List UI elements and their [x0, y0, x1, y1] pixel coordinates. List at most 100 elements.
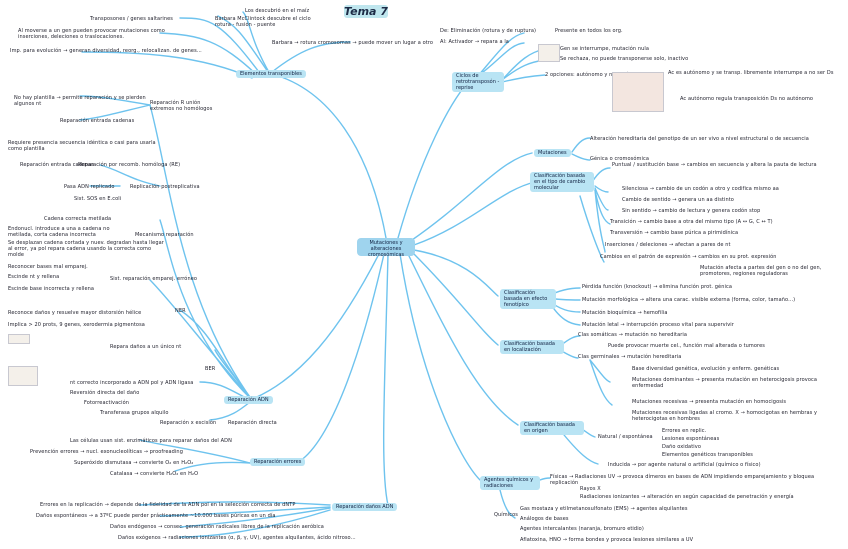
note: Reversión directa del daño: [70, 390, 140, 396]
note: Sin sentido → cambio de lectura y genera…: [622, 208, 761, 214]
note: Reparación entrada cadenas: [20, 162, 95, 168]
branch-elementos: Elementos transponibles: [236, 70, 306, 78]
diagram-thumbnail: [538, 44, 560, 62]
note: Gas mostaza y etilmetanosulfonato (EMS) …: [520, 506, 688, 512]
note: 2 opciones: autónomo y no autónomo: [545, 72, 644, 78]
note: Puntual / sustitución base → cambios en …: [612, 162, 817, 168]
diagram-thumbnail: [8, 366, 38, 386]
note: Ac es autónomo y se transp. libremente i…: [668, 70, 834, 76]
note: Reparación por recomb. homóloga (RE): [78, 162, 181, 168]
note: Reconoce daños y resuelve mayor distorsi…: [8, 310, 142, 316]
note: Ac autónomo regula transposición Ds no a…: [680, 96, 814, 102]
note: Natural / espontánea: [598, 434, 653, 440]
note: Puede provocar muerte cel., función mal …: [608, 343, 765, 349]
note: Gen se interrumpe, mutación nula: [560, 46, 650, 52]
note: Agentes intercalantes (naranja, bromuro …: [520, 526, 644, 532]
note: Inserciones / deleciones → afectan a par…: [605, 242, 731, 248]
note: Cambio de sentido → genera un aa distint…: [622, 197, 734, 203]
note: Cambios en el patrón de expresión → camb…: [600, 254, 777, 260]
note: Errores en la replicación → depende de l…: [40, 502, 296, 508]
note: Base diversidad genética, evolución y en…: [632, 366, 780, 372]
central-topic: Mutaciones y alteraciones cromosómicas: [357, 238, 415, 258]
note: Sist. SOS en E.coli: [74, 196, 122, 202]
note: Reparación R unión extremos no homólogos: [150, 100, 213, 112]
note: Barbara McClintock descubre el ciclo rot…: [215, 16, 311, 28]
note: Endonucl. introduce a una a cadena no me…: [8, 226, 110, 238]
note: Elementos genéticos transponibles: [662, 452, 753, 458]
branch-ciclos: Ciclos de retrotransposón - reprise: [452, 72, 504, 92]
diagram-thumbnail: [8, 334, 30, 344]
note: Replicación postreplicativa: [130, 184, 200, 190]
note: Mutaciones dominantes → presenta mutació…: [632, 377, 818, 389]
note: Mutaciones recesivas ligadas al cromo. X…: [632, 410, 818, 422]
note: Al: Activador → repara a la: [440, 39, 509, 45]
note: Cadena correcta metilada: [44, 216, 112, 222]
note: Requiere presencia secuencia idéntica o …: [8, 140, 156, 152]
note: Mutaciones recesivas → presenta mutación…: [632, 399, 787, 405]
note: Al moverse a un gen pueden provocar muta…: [18, 28, 165, 40]
branch-clasif-tipo: Clasificación basada en el tipo de cambi…: [530, 172, 594, 192]
note: De: Eliminación (rotura y de ruptura): [440, 28, 537, 34]
note: nt correcto incorporado a ADN pol y ADN …: [70, 380, 194, 386]
note: NER: [175, 308, 186, 314]
note: Reparación x escisión: [160, 420, 217, 426]
note: Reconocer bases mal emparej.: [8, 264, 88, 270]
note: Prevención errores → nucl. exonucleolíti…: [30, 449, 183, 455]
note: No hay plantilla → permite reparación y …: [14, 95, 146, 107]
note: Los descubrió en el maíz: [245, 8, 310, 14]
note: Daños espontáneos → a 37ºC puede perder …: [36, 513, 276, 519]
note: Rayos X: [580, 486, 601, 492]
note: Imp. para evolución → generan diversidad…: [10, 48, 202, 54]
note: Mecanismo reparación: [135, 232, 194, 238]
note: Radiaciones ionizantes → alteración en s…: [580, 494, 794, 500]
branch-clasif-origen: Clasificación basada en origen: [520, 421, 584, 435]
branch-mutaciones: Mutaciones: [534, 149, 571, 157]
note: Mutación letal → interrupción proceso vi…: [582, 322, 734, 328]
note: Clas somáticas → mutación no hereditaria: [578, 332, 688, 338]
note: Aflatoxina, HNO → forma bondes y provoca…: [520, 537, 694, 543]
note: Transversión → cambio base púrica a piri…: [610, 230, 739, 236]
note: Silenciosa → cambio de un codón a otro y…: [622, 186, 779, 192]
note: Físicas → Radiaciones UV → provoca dímer…: [550, 474, 815, 486]
corn-photo-thumbnail: [612, 72, 664, 112]
note: Mutación bioquímica → hemofilia: [582, 310, 668, 316]
note: Daños exógenos → radiaciones ionizantes …: [118, 535, 356, 541]
note: Mutación afecta a partes del gen o no de…: [700, 265, 822, 277]
note: Pasa ADN replicado: [64, 184, 115, 190]
note: Repara daños a un único nt: [110, 344, 182, 350]
note: Presente en todos los org.: [555, 28, 623, 34]
note: Barbara → rotura cromosomas → puede move…: [272, 40, 433, 46]
branch-clasif-efecto: Clasificación basada en efecto fenotípic…: [500, 289, 556, 309]
branch-clasif-local: Clasificación basada en localización: [500, 340, 564, 354]
note: Alteración hereditaria del genotipo de u…: [590, 136, 809, 142]
note: Implica > 20 prots, 9 genes, xerodermia …: [8, 322, 145, 328]
note: Daños endógenos → consec. generación rad…: [110, 524, 324, 530]
note: Mutación morfológica → altera una carac.…: [582, 297, 796, 303]
note: Químicos: [494, 512, 518, 518]
note: Superóxido dismutasa → convierte O₂ en H…: [74, 460, 194, 466]
branch-reparacion-danos: Reparación daños ADN: [332, 503, 398, 511]
note: Se rechaza, no puede transponerse solo, …: [560, 56, 689, 62]
note: Daño oxidativo: [662, 444, 701, 450]
branch-reparacion-errores: Reparación errores: [250, 458, 306, 466]
branch-agentes: Agentes químicos y radiaciones: [480, 476, 540, 490]
note: Transferasa grupos alquilo: [100, 410, 169, 416]
note: Lesiones espontáneas: [662, 436, 720, 442]
note: Catalasa → convierte H₂O₂ en H₂O: [110, 471, 199, 477]
note: Errores en replic.: [662, 428, 707, 434]
note: Transición → cambio base a otra del mism…: [610, 219, 773, 225]
note: Escinde base incorrecta y rellena: [8, 286, 95, 292]
note: Las células usan sist. enzimáticos para …: [70, 438, 232, 444]
note: Génica o cromosómica: [590, 156, 649, 162]
note: Reparación entrada cadenas: [60, 118, 135, 124]
note: BER: [205, 366, 216, 372]
note: Reparación directa: [228, 420, 277, 426]
note: Análogos de bases: [520, 516, 569, 522]
note: Inducida → por agente natural o artifici…: [608, 462, 761, 468]
note: Transposones / genes saltarines: [90, 16, 173, 22]
page-title: Tema 7: [344, 5, 388, 18]
note: Pérdida función (knockout) → elimina fun…: [582, 284, 733, 290]
note: Se desplazan cadena cortada y nuev. degr…: [8, 240, 164, 258]
branch-reparacion: Reparación ADN: [224, 396, 273, 404]
note: Clas germinales → mutación hereditaria: [578, 354, 682, 360]
